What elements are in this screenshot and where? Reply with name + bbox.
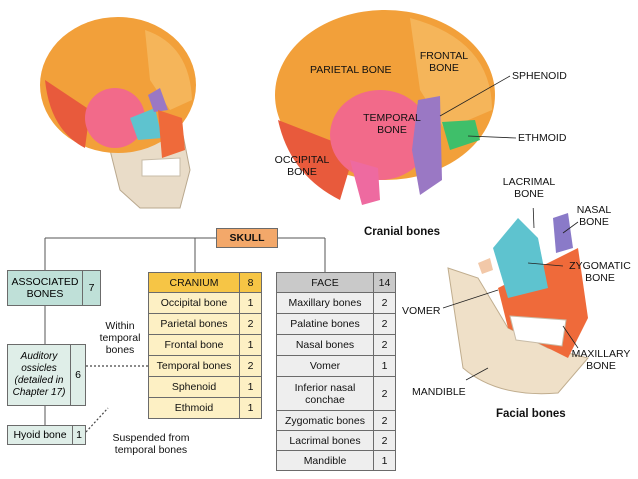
cranium-row-count: 2 xyxy=(239,355,262,377)
face-count: 14 xyxy=(373,272,396,293)
cranium-count: 8 xyxy=(239,272,262,293)
zygomatic-region xyxy=(130,108,162,140)
face-row-name: Maxillary bones xyxy=(276,292,374,314)
cranium-row-count: 1 xyxy=(239,376,262,398)
cranial-bones-caption: Cranial bones xyxy=(364,226,441,238)
hyoid-bone-label: Hyoid bone xyxy=(8,426,73,444)
cranium-row-name: Temporal bones xyxy=(148,355,240,377)
face-row-count: 2 xyxy=(373,376,396,411)
face-row-count: 1 xyxy=(373,355,396,377)
cranium-row-name: Ethmoid xyxy=(148,397,240,419)
cranium-row-count: 1 xyxy=(239,397,262,419)
face-row-count: 2 xyxy=(373,430,396,451)
face-row-name: Lacrimal bones xyxy=(276,430,374,451)
temporal-bone-label: TEMPORAL BONE xyxy=(363,112,421,136)
associated-bones-count: 7 xyxy=(88,282,95,294)
cranium-row-count: 1 xyxy=(239,292,262,314)
occipital-region xyxy=(45,80,90,148)
maxillary-bone-label: MAXILLARY BONE xyxy=(571,348,631,372)
associated-bones-label: ASSOCIATED BONES xyxy=(8,271,83,305)
suspended-note: Suspended from temporal bones xyxy=(112,432,190,456)
hyoid-bone-count: 1 xyxy=(76,429,82,441)
face-row-count: 2 xyxy=(373,334,396,356)
face-row-name: Palatine bones xyxy=(276,313,374,335)
sphenoid-label: SPHENOID xyxy=(512,70,567,82)
cranium-row-name: Sphenoid xyxy=(148,376,240,398)
vomer-label: VOMER xyxy=(402,305,441,317)
occipital-bone-label: OCCIPITAL BONE xyxy=(274,154,330,178)
frontal-bone-label: FRONTAL BONE xyxy=(419,50,469,74)
facial-bones-caption: Facial bones xyxy=(496,408,566,420)
face-row-count: 2 xyxy=(373,292,396,314)
mastoid-region xyxy=(350,160,380,205)
auditory-ossicles-box: Auditory ossicles (detailed in Chapter 1… xyxy=(7,344,86,406)
cranium-row-count: 2 xyxy=(239,313,262,335)
lateral-skull-illustration xyxy=(40,17,196,209)
face-header: FACE xyxy=(276,272,374,293)
ethmoid-region xyxy=(442,120,480,150)
facial-bones-illustration xyxy=(442,208,589,395)
face-row-name: Zygomatic bones xyxy=(276,410,374,431)
teeth-row xyxy=(141,157,181,177)
cranium-row-name: Parietal bones xyxy=(148,313,240,335)
sphenoid-region xyxy=(412,96,442,195)
temporal-region xyxy=(330,90,430,180)
face-row-name: Mandible xyxy=(276,450,374,471)
sphenoid-region xyxy=(148,88,168,112)
zygomatic-region xyxy=(493,218,548,298)
skull-box: SKULL xyxy=(216,228,278,248)
cranial-skull-illustration xyxy=(275,10,495,205)
auditory-ossicles-count: 6 xyxy=(75,369,81,381)
face-row-count: 2 xyxy=(373,410,396,431)
cranium-row-name: Frontal bone xyxy=(148,334,240,356)
maxillary-region xyxy=(158,110,185,158)
ethmoid-label: ETHMOID xyxy=(518,132,567,144)
within-temporal-note: Within temporal bones xyxy=(99,320,141,356)
associated-bones-box: ASSOCIATED BONES 7 xyxy=(7,270,101,306)
cranium-header: CRANIUM xyxy=(148,272,240,293)
zygomatic-bone-label: ZYGOMATIC BONE xyxy=(569,260,631,284)
vomer-region xyxy=(478,258,493,274)
temporal-region xyxy=(85,88,145,148)
lacrimal-bone-label: LACRIMAL BONE xyxy=(502,176,556,200)
cranium-row-count: 1 xyxy=(239,334,262,356)
hyoid-bone-box: Hyoid bone 1 xyxy=(7,425,86,445)
mandible-label: MANDIBLE xyxy=(412,386,466,398)
occipital-region xyxy=(278,120,355,200)
face-row-name: Nasal bones xyxy=(276,334,374,356)
face-row-count: 2 xyxy=(373,313,396,335)
cranium-row-name: Occipital bone xyxy=(148,292,240,314)
face-row-count: 1 xyxy=(373,450,396,471)
teeth-row xyxy=(509,315,567,347)
nasal-bone-label: NASAL BONE xyxy=(576,204,612,228)
parietal-bone-label: PARIETAL BONE xyxy=(310,64,392,76)
face-row-name: Vomer xyxy=(276,355,374,377)
face-row-name: Inferior nasal conchae xyxy=(276,376,374,411)
auditory-ossicles-label: Auditory ossicles (detailed in Chapter 1… xyxy=(8,345,71,405)
